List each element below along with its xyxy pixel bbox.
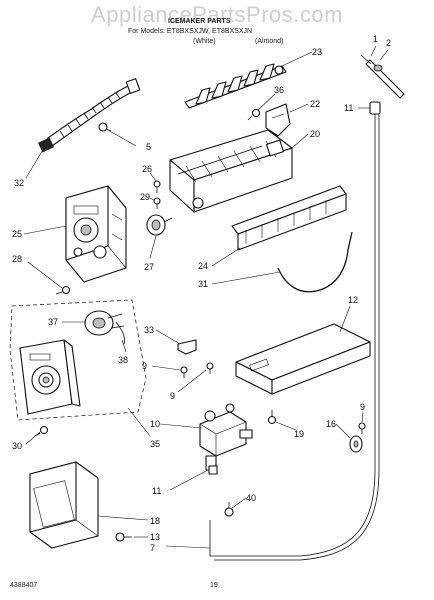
screw-part	[55, 285, 71, 295]
callout-27: 27	[144, 262, 154, 272]
callout-5: 5	[146, 142, 151, 152]
screw-part	[153, 197, 161, 209]
callout-12: 12	[348, 295, 358, 305]
callout-37: 37	[48, 317, 58, 327]
screw-part	[358, 422, 366, 434]
leader-lines	[23, 45, 389, 549]
callout-16: 16	[326, 419, 336, 429]
callout-36: 36	[274, 85, 284, 95]
callout-33: 33	[144, 325, 154, 335]
callout-9c: 9	[360, 402, 365, 412]
front-cover-part	[231, 185, 347, 251]
shutoff-arm-part	[277, 231, 353, 293]
callout-23: 23	[312, 47, 322, 57]
page-number: 19	[210, 582, 218, 589]
ejector-rake-part	[184, 63, 287, 109]
motor-part	[84, 310, 125, 336]
callout-35: 35	[150, 439, 160, 449]
callout-30: 30	[12, 441, 22, 451]
wire-lead-part	[115, 321, 125, 345]
control-housing-part	[65, 185, 127, 283]
housing-plate-part	[19, 339, 81, 415]
callout-40: 40	[246, 493, 256, 503]
callout-29: 29	[140, 192, 150, 202]
screw-part	[180, 366, 188, 378]
callout-2: 2	[386, 38, 391, 48]
screw-part	[153, 180, 161, 193]
callout-1: 1	[373, 34, 378, 44]
callout-25: 25	[12, 229, 22, 239]
water-tube-part	[209, 114, 376, 557]
clip-part	[177, 339, 197, 355]
callout-9b: 9	[170, 391, 175, 401]
callout-18: 18	[150, 516, 160, 526]
document-number: 4388407	[10, 582, 38, 589]
callout-11b: 11	[152, 486, 161, 496]
callout-24: 24	[198, 261, 208, 271]
ice-mold-part	[169, 129, 293, 213]
fitting-part	[349, 435, 363, 453]
callout-labels: 1 2 23 36 22 11 5 20 32 26 29 25 27 28 2…	[12, 34, 391, 553]
color-white: (White)	[193, 38, 216, 45]
diagram-title: ICEMAKER PARTS	[168, 18, 231, 25]
screw-part	[247, 108, 261, 121]
callout-11: 11	[344, 103, 353, 113]
water-valve-part	[199, 403, 253, 471]
screw-part	[98, 122, 112, 132]
screw-part	[267, 410, 277, 425]
callout-13: 13	[150, 532, 160, 542]
callout-28: 28	[12, 254, 22, 264]
callout-20: 20	[310, 129, 320, 139]
grommet-part	[369, 101, 381, 115]
callout-7: 7	[150, 543, 155, 553]
callout-31: 31	[198, 279, 208, 289]
cover-part	[29, 461, 99, 549]
color-almond: (Almond)	[255, 38, 284, 45]
callout-9a: 9	[142, 361, 147, 371]
bracket-part	[235, 323, 371, 395]
watermark: AppliancePartsPros.com	[91, 2, 343, 27]
models-line: For Models: ET8BXSXJW, ET8BXSXJN	[128, 28, 253, 35]
nut-part	[208, 465, 218, 475]
callout-22: 22	[310, 99, 320, 109]
clamp-part	[224, 502, 234, 517]
screw-part	[206, 362, 214, 374]
callout-19: 19	[294, 429, 304, 439]
motor-assembly-outline	[9, 299, 147, 421]
screw-part	[115, 532, 132, 542]
thermostat-part	[146, 214, 173, 236]
callout-10: 10	[150, 419, 160, 429]
callout-32: 32	[14, 178, 24, 188]
fill-tube-part	[360, 54, 405, 99]
callout-38: 38	[118, 355, 128, 365]
stripper-part	[265, 103, 291, 137]
callout-26: 26	[142, 164, 152, 174]
water-tube-outline	[214, 114, 380, 561]
wire-harness-part	[38, 78, 141, 153]
